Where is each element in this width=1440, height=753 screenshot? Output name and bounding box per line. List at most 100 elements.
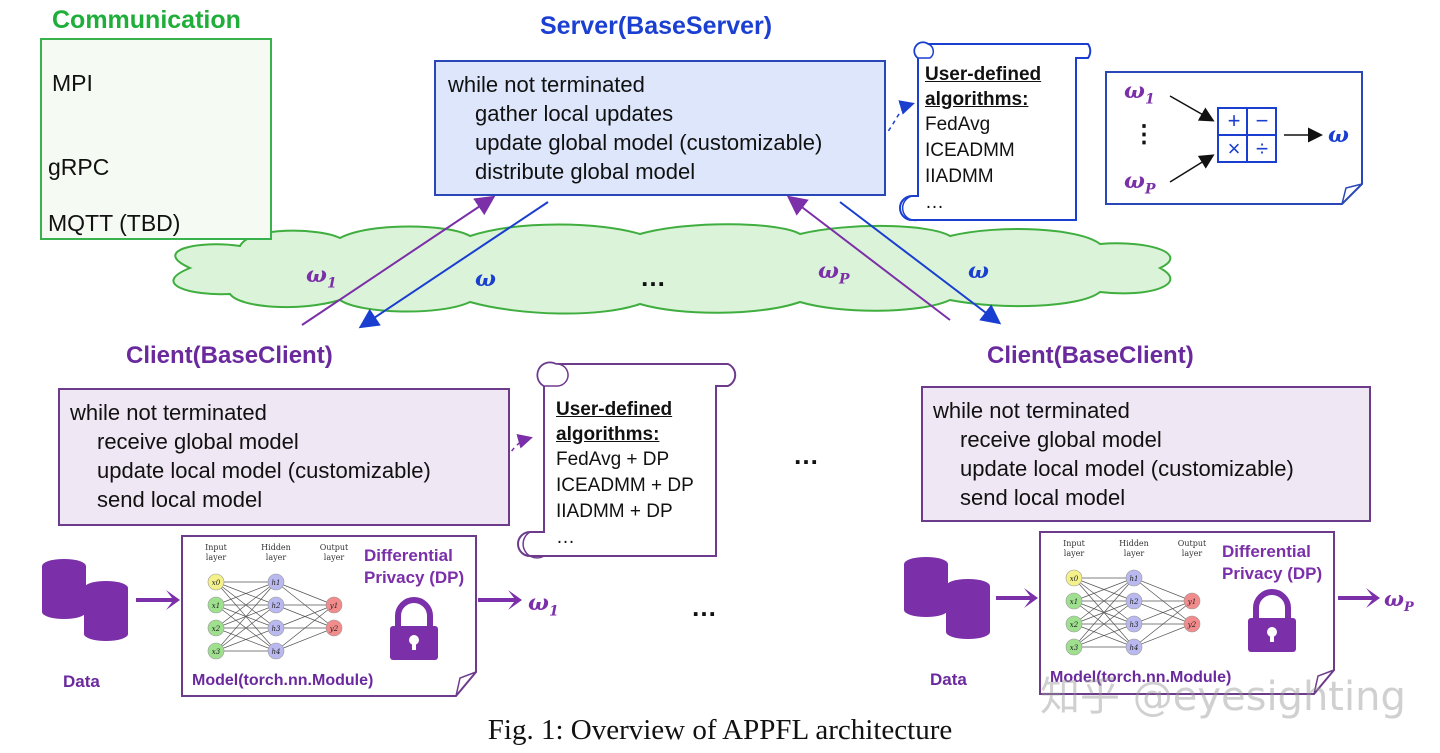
algorithm-item: … [925, 192, 944, 213]
nn-node [325, 596, 343, 614]
right-dp-label: Differential Privacy (DP) [1222, 542, 1323, 583]
client-loop-line: send local model [960, 485, 1126, 510]
nn-layer-label: layer [324, 553, 345, 562]
algorithm-item: ICEADMM + DP [556, 475, 694, 496]
nn-layer-label: layer [206, 553, 227, 562]
nn-edge [1073, 623, 1135, 648]
algorithm-item: ICEADMM [925, 140, 1015, 161]
agg-input-vdots: ⋮ [1132, 121, 1156, 148]
left-dp-label: Differential Privacy (DP) [364, 546, 465, 587]
protocol-mpi: MPI [52, 70, 93, 96]
arrow-server-to-left-client [358, 201, 549, 329]
nn-node [1065, 638, 1083, 656]
nn-node [325, 619, 343, 637]
nn-node-label: x0 [1070, 575, 1079, 583]
server-title: Server(BaseServer) [540, 12, 773, 40]
left-model-label: Model(torch.nn.Module) [192, 672, 374, 689]
nn-layer-label: Input [205, 543, 228, 552]
nn-edge [215, 627, 277, 652]
nn-node-label: y2 [329, 625, 339, 633]
client-loop-line: send local model [97, 487, 263, 512]
arrow-right-client-to-server [786, 195, 951, 321]
nn-edge [1133, 600, 1193, 648]
left-model-fold [455, 671, 477, 697]
server-loop-line: gather local updates [475, 101, 674, 126]
nn-node-label: h1 [1130, 575, 1139, 583]
nn-layer-label: Output [320, 543, 349, 552]
nn-node-label: x0 [212, 579, 221, 587]
algorithm-item: … [556, 527, 575, 548]
nn-edge [275, 604, 335, 652]
nn-edge [275, 581, 335, 606]
left-neural-network: x0x1x2x3h1h2h3h4y1y2InputlayerHiddenlaye… [205, 543, 349, 660]
nn-node-label: y2 [1187, 621, 1197, 629]
server-algorithms-list: User-defined algorithms: FedAvg ICEADMM … [925, 62, 1041, 216]
arrow-server-to-right-client [839, 201, 1002, 325]
server-loop-box: while not terminated gather local update… [434, 60, 886, 196]
left-lock-icon [390, 597, 438, 660]
right-output-arrow [1338, 588, 1380, 608]
nn-layer-label: layer [1064, 549, 1085, 558]
nn-node-label: y1 [329, 602, 338, 610]
right-client-loop-box: while not terminated receive global mode… [921, 386, 1371, 522]
aggregation-panel [1105, 71, 1363, 205]
clients-ellipsis-top: … [793, 440, 819, 470]
nn-node [207, 619, 225, 637]
right-lock-icon [1248, 589, 1296, 652]
agg-output-omega: ω [1328, 122, 1349, 148]
nn-node [1183, 592, 1201, 610]
nn-node-label: h4 [1130, 644, 1139, 652]
right-output-omega: ωP [1384, 586, 1414, 616]
nn-layer-label: layer [1124, 549, 1145, 558]
right-model-label: Model(torch.nn.Module) [1050, 669, 1232, 686]
client-loop-line: update local model (customizable) [960, 456, 1294, 481]
client-loop-line: while not terminated [933, 398, 1130, 423]
net-label-omega-1: ω1 [306, 262, 337, 292]
figure-caption: Fig. 1: Overview of APPFL architecture [487, 714, 953, 746]
nn-node-label: h2 [272, 602, 282, 610]
nn-edge [275, 604, 335, 629]
agg-input-omega-1: ω1 [1124, 78, 1155, 108]
algorithms-title: algorithms: [556, 424, 660, 445]
nn-node [207, 596, 225, 614]
net-label-omega-right: ω [968, 258, 989, 284]
operator-plus: + [1227, 108, 1241, 133]
nn-edge [1073, 577, 1135, 602]
watermark: 知乎 @eyesighting [1040, 674, 1406, 720]
operator-minus: − [1255, 108, 1269, 133]
algorithms-title: User-defined [556, 399, 673, 420]
nn-edge [215, 604, 277, 652]
server-loop-line: distribute global model [475, 159, 696, 184]
nn-edge [1073, 600, 1135, 648]
communication-panel [40, 38, 272, 240]
nn-node-label: x1 [212, 602, 220, 610]
client-loop-line: receive global model [960, 427, 1162, 452]
nn-layer-label: layer [1182, 549, 1203, 558]
nn-edge [1073, 577, 1135, 625]
nn-node [267, 573, 285, 591]
communication-title: Communication [52, 6, 241, 34]
nn-node [1183, 615, 1201, 633]
nn-node [1125, 569, 1143, 587]
nn-node-label: h1 [272, 579, 281, 587]
nn-layer-label: Output [1178, 539, 1207, 548]
nn-node-label: x2 [1070, 621, 1079, 629]
nn-node [207, 642, 225, 660]
algorithms-title: algorithms: [925, 89, 1029, 110]
nn-node [1125, 615, 1143, 633]
client-algorithms-scroll [517, 361, 737, 559]
clients-ellipsis-bottom: … [691, 592, 717, 622]
nn-node-label: x3 [212, 648, 221, 656]
protocol-mqtt: MQTT (TBD) [48, 210, 181, 236]
nn-node [1065, 569, 1083, 587]
nn-node [207, 573, 225, 591]
nn-node [1065, 592, 1083, 610]
net-label-omega-p: ωP [818, 258, 850, 288]
nn-node-label: h3 [272, 625, 282, 633]
network-cloud [172, 223, 1172, 315]
algorithm-item: FedAvg + DP [556, 449, 670, 470]
algorithm-item: IIADMM [925, 166, 994, 187]
nn-node-label: h4 [272, 648, 281, 656]
nn-node [1065, 615, 1083, 633]
server-algorithms-scroll [899, 41, 1092, 222]
